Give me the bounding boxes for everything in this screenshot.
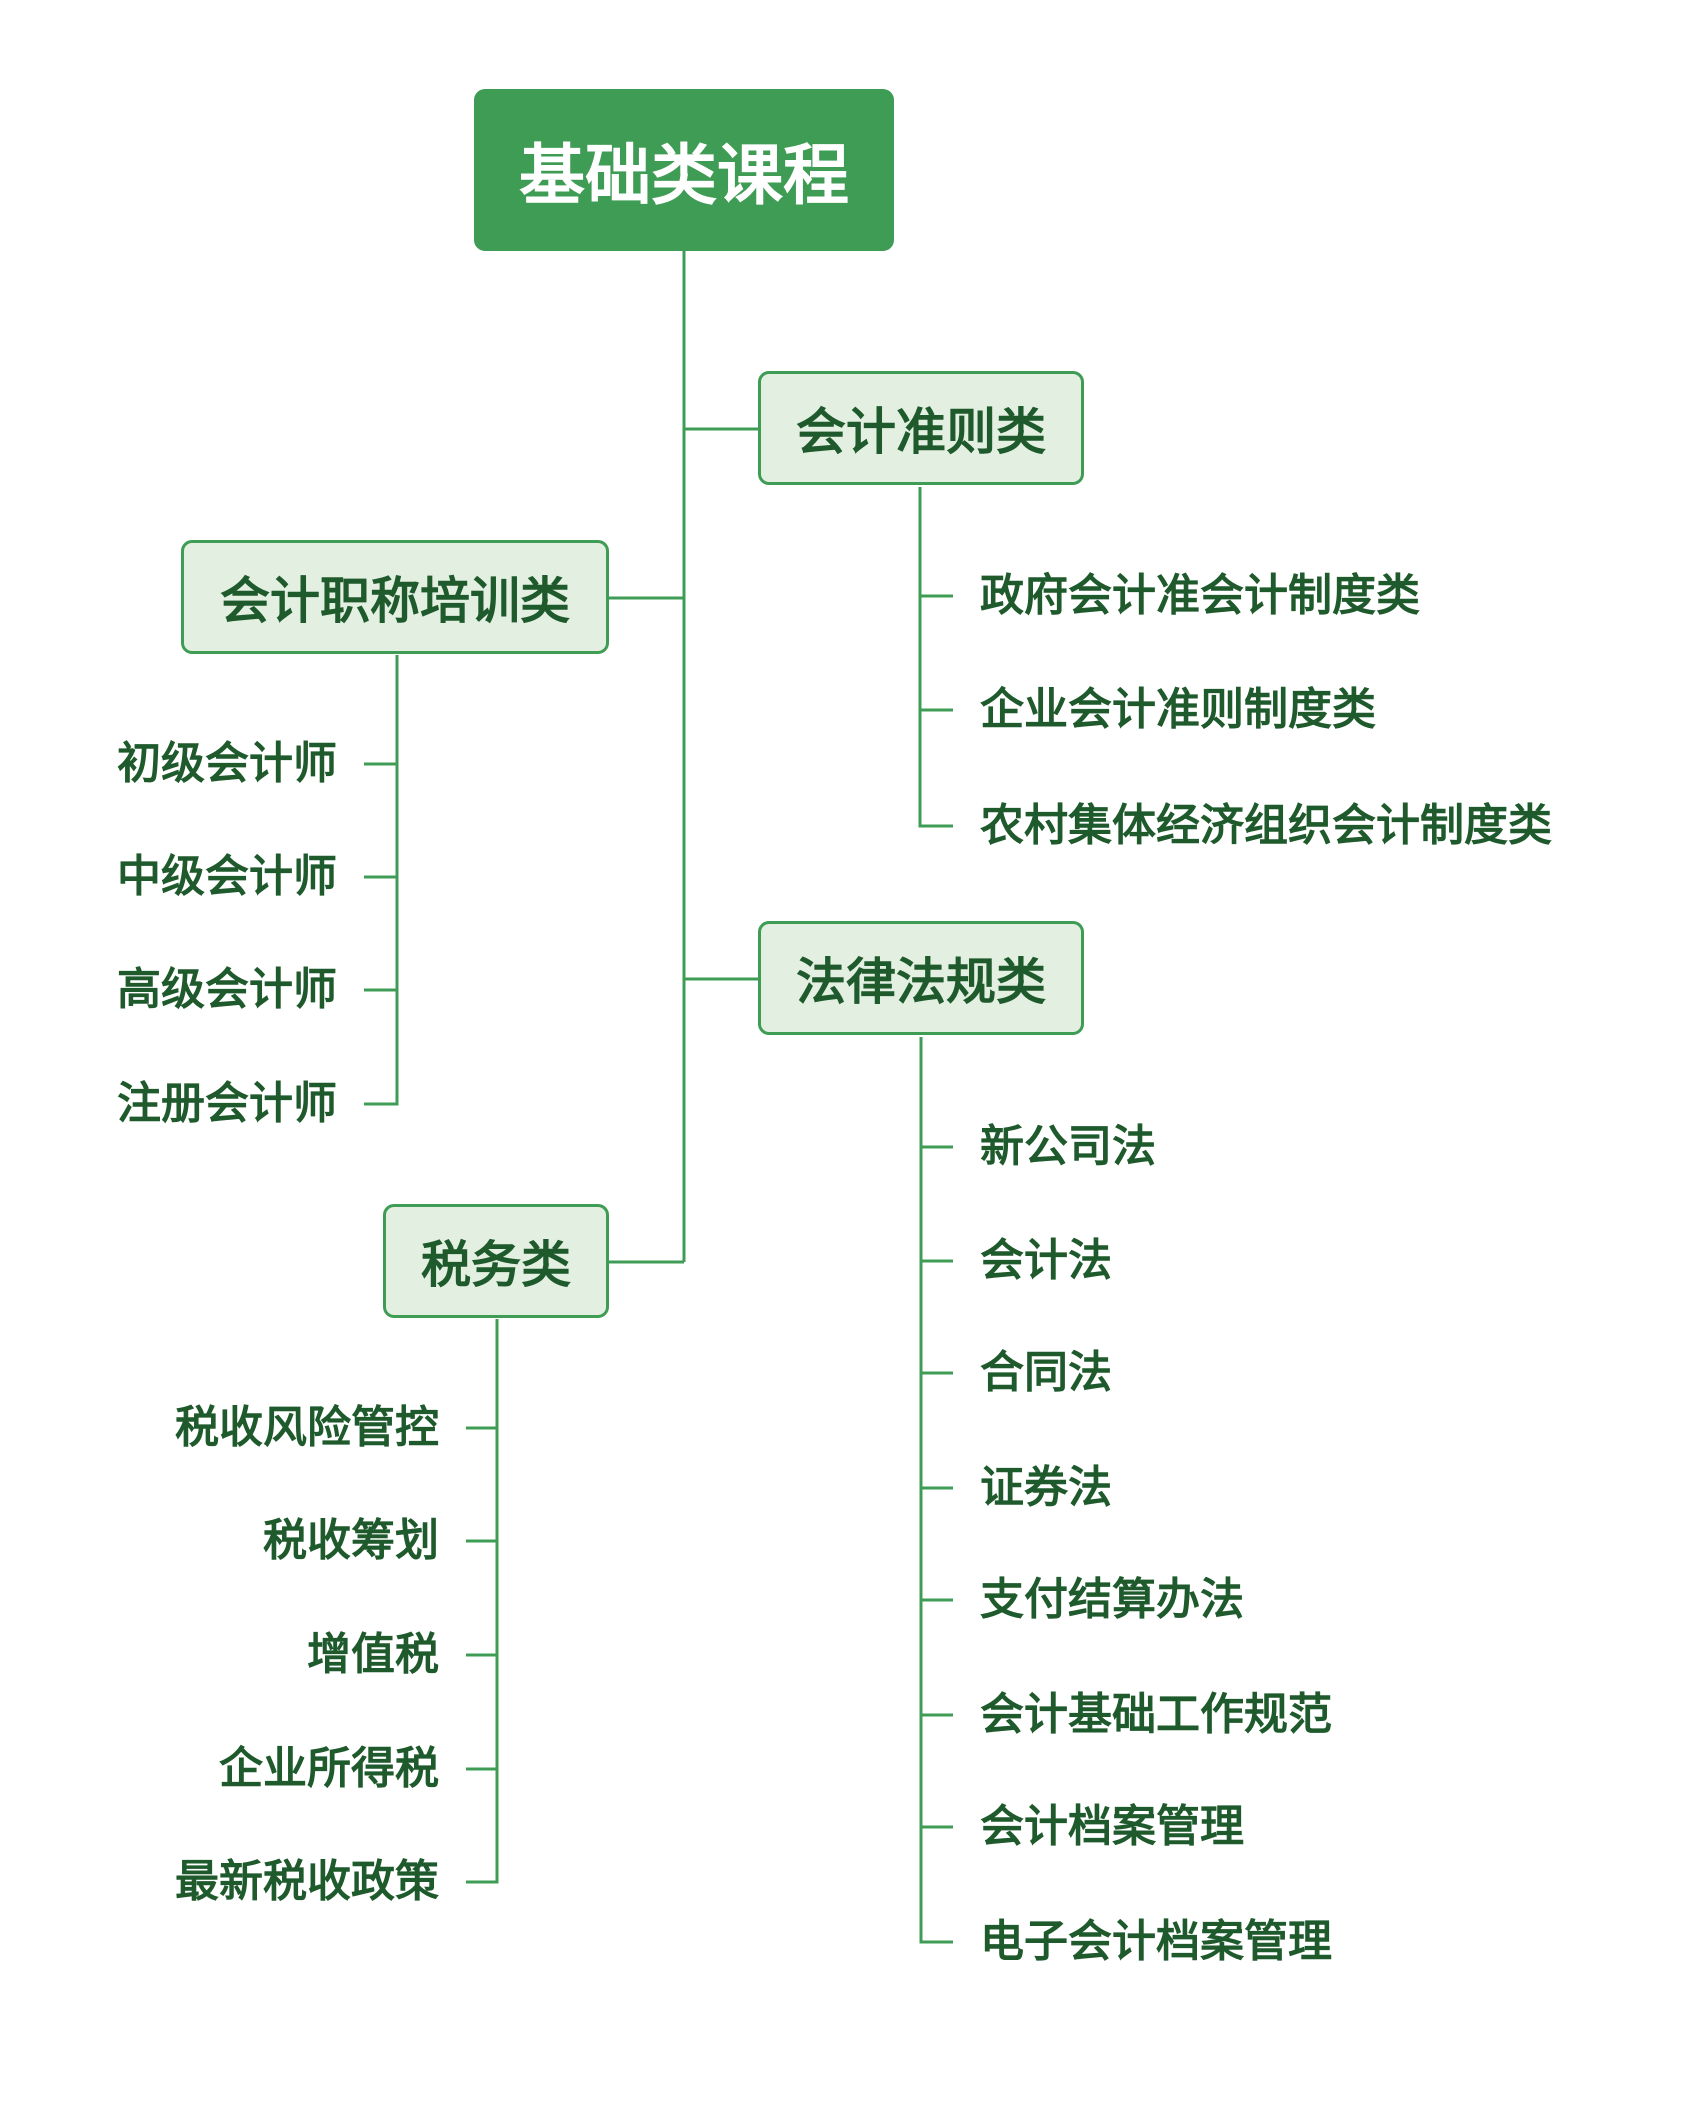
leaf-item: 税收风险管控 [175,1402,439,1453]
branch-node-laws: 法律法规类 [758,921,1084,1035]
leaf-item: 新公司法 [980,1121,1156,1172]
leaf-item: 企业会计准则制度类 [980,684,1376,735]
branch-label: 税务类 [421,1236,571,1294]
leaf-item: 会计基础工作规范 [980,1689,1332,1740]
leaf-item: 会计法 [980,1235,1112,1286]
branch-label: 会计准则类 [796,403,1046,461]
branch-node-accounting-standards: 会计准则类 [758,371,1084,485]
spine-accounting-standards [918,487,953,828]
leaf-item: 中级会计师 [117,851,337,902]
leaf-item: 会计档案管理 [980,1801,1244,1852]
root-node: 基础类课程 [474,89,894,251]
leaf-item: 最新税收政策 [175,1856,439,1907]
leaf-item: 税收筹划 [263,1515,439,1566]
leaf-item: 企业所得税 [219,1743,439,1794]
branch-node-tax: 税务类 [383,1204,609,1318]
leaf-item: 合同法 [980,1347,1112,1398]
spine-laws [919,1037,953,1944]
leaf-item: 初级会计师 [117,738,337,789]
branch-node-professional-titles: 会计职称培训类 [181,540,609,654]
leaf-item: 注册会计师 [117,1078,337,1129]
leaf-item: 农村集体经济组织会计制度类 [980,800,1552,851]
leaf-item: 政府会计准会计制度类 [980,570,1420,621]
leaf-item: 证券法 [980,1462,1112,1513]
branch-label: 法律法规类 [796,953,1046,1011]
root-label: 基础类课程 [519,137,849,214]
leaf-item: 支付结算办法 [980,1574,1244,1625]
leaf-item: 高级会计师 [117,964,337,1015]
leaf-item: 电子会计档案管理 [980,1916,1332,1967]
branch-label: 会计职称培训类 [220,572,570,630]
spine-professional-titles [364,655,399,1106]
spine-tax [466,1319,499,1884]
leaf-item: 增值税 [307,1629,439,1680]
